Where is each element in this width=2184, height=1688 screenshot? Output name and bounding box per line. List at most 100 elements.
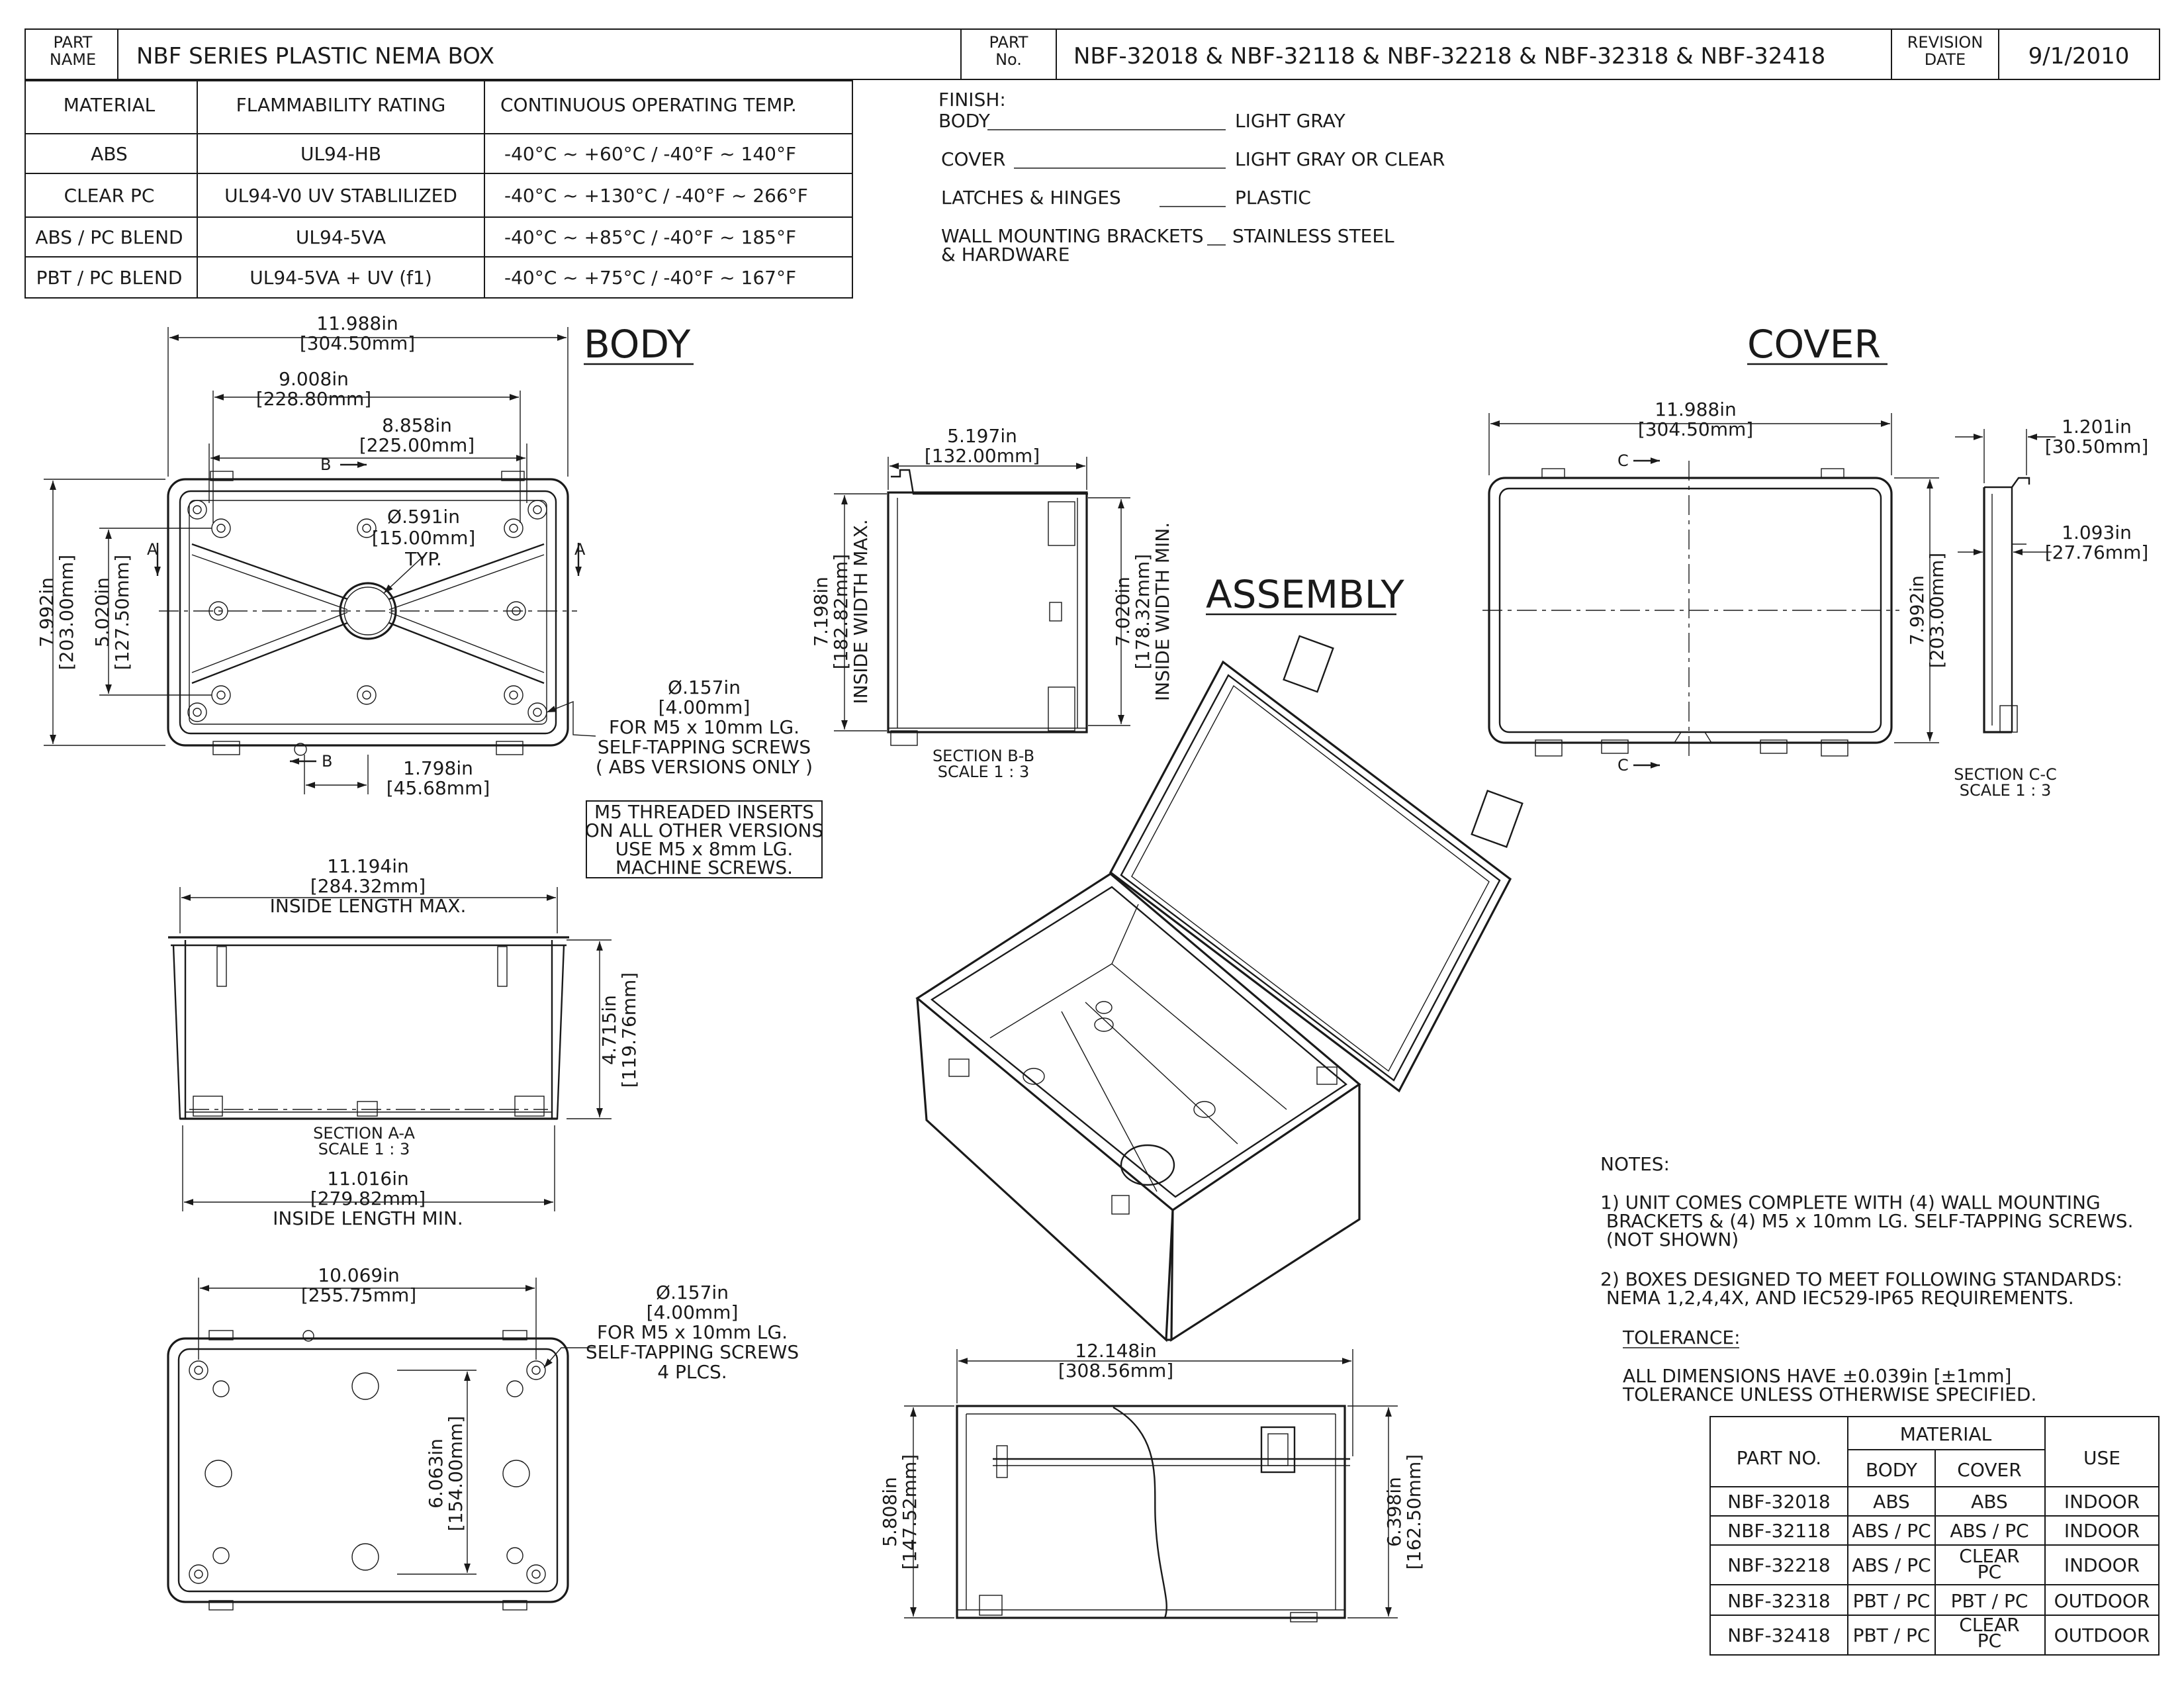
- revision-date: 9/1/2010: [2028, 43, 2130, 70]
- temp-cell: -40°C ~ +60°C / -40°F ~ 140°F: [504, 143, 796, 165]
- flammability-header: FLAMMABILITY RATING: [236, 94, 446, 116]
- side-total-dim: 6.398in[162.50mm]: [1383, 1454, 1425, 1570]
- side-width-dim: 12.148in[308.56mm]: [1058, 1340, 1173, 1382]
- back-hole-height-dim: 6.063in[154.00mm]: [425, 1416, 467, 1531]
- table-cell: OUTDOOR: [2054, 1590, 2150, 1612]
- back-screw-note: Ø.157in[4.00mm]FOR M5 x 10mm LG.SELF-TAP…: [586, 1282, 799, 1383]
- finish-value: LIGHT GRAY OR CLEAR: [1235, 148, 1445, 170]
- back-width-dim: 10.069in[255.75mm]: [301, 1264, 416, 1306]
- notes-title: NOTES:: [1600, 1153, 1670, 1175]
- finish-part: WALL MOUNTING BRACKETS& HARDWARE: [941, 225, 1204, 265]
- finish-part: LATCHES & HINGES: [941, 187, 1121, 209]
- table-cell: ABS / PC: [1950, 1520, 2028, 1542]
- material-cell: ABS: [91, 143, 128, 165]
- table-cell: PBT / PC: [1853, 1624, 1931, 1646]
- finish-part: COVER: [941, 148, 1005, 170]
- table-cell: INDOOR: [2064, 1520, 2140, 1542]
- body-plan-view: A A B B 11.988in[304.50mm] 9.008in[228.8…: [36, 312, 596, 799]
- section-cc-view: 1.201in[30.50mm] 1.093in[27.76mm] SECTIO…: [1954, 416, 2148, 800]
- material-cell: CLEAR PC: [64, 185, 155, 207]
- table-cell: OUTDOOR: [2054, 1624, 2150, 1646]
- finish-part: BODY: [938, 110, 991, 132]
- table-cell: INDOOR: [2064, 1554, 2140, 1576]
- table-cell: ABS / PC: [1852, 1520, 1931, 1542]
- table-cell: ABS: [1873, 1491, 1910, 1513]
- notes-block: NOTES: 1) UNIT COMES COMPLETE WITH (4) W…: [1600, 1153, 2133, 1405]
- aa-top-dim: 11.194in[284.32mm]INSIDE LENGTH MAX.: [270, 855, 467, 917]
- bb-width-dim: 5.197in[132.00mm]: [925, 425, 1040, 467]
- use-header: USE: [2083, 1447, 2120, 1469]
- flammability-cell: UL94-HB: [300, 143, 381, 165]
- table-cell: INDOOR: [2064, 1491, 2140, 1513]
- tolerance-title: TOLERANCE:: [1622, 1327, 1741, 1348]
- finish-value: STAINLESS STEEL: [1232, 225, 1394, 247]
- section-c-mark: C: [1617, 451, 1629, 470]
- body-hole-span-dim: 9.008in[228.80mm]: [256, 368, 371, 410]
- tolerance-text: ALL DIMENSIONS HAVE ±0.039in [±1mm]TOLER…: [1622, 1365, 2036, 1405]
- cc-depth-dim: 1.201in[30.50mm]: [2045, 416, 2149, 457]
- section-b-mark: B: [322, 752, 332, 771]
- cover-width-dim: 11.988in[304.50mm]: [1638, 399, 1753, 440]
- table-cell: PBT / PC: [1853, 1590, 1931, 1612]
- body-hole-height-dim: 5.020in[127.50mm]: [91, 555, 133, 670]
- body-header: BODY: [1866, 1459, 1918, 1481]
- table-cell: NBF-32318: [1727, 1590, 1830, 1612]
- note-1: 1) UNIT COMES COMPLETE WITH (4) WALL MOU…: [1600, 1192, 2133, 1250]
- table-cell: NBF-32018: [1727, 1491, 1830, 1513]
- body-view-title: BODY: [584, 322, 691, 367]
- flammability-cell: UL94-5VA + UV (f1): [250, 267, 432, 289]
- temp-cell: -40°C ~ +130°C / -40°F ~ 266°F: [504, 185, 808, 207]
- material-table: MATERIAL FLAMMABILITY RATING CONTINUOUS …: [24, 80, 853, 299]
- section-bb-view: 5.197in[132.00mm] 7.198in[182.82mm]INSID…: [810, 425, 1173, 781]
- material-header: MATERIAL: [1900, 1423, 1992, 1445]
- assembly-isometric-view: [915, 635, 1524, 1342]
- screw-note: Ø.157in[4.00mm]FOR M5 x 10mm LG.SELF-TAP…: [596, 677, 813, 778]
- flammability-cell: UL94-5VA: [296, 226, 386, 248]
- table-cell: NBF-32218: [1727, 1554, 1830, 1576]
- material-cell: ABS / PC BLEND: [35, 226, 183, 248]
- bb-inner-dim: 7.020in[178.32mm]INSIDE WIDTH MIN.: [1112, 522, 1173, 701]
- finish-block: FINISH: BODY LIGHT GRAY COVER LIGHT GRAY…: [938, 89, 1445, 265]
- body-bottom-offset-dim: 1.798in[45.68mm]: [387, 757, 490, 799]
- temp-header: CONTINUOUS OPERATING TEMP.: [500, 94, 797, 116]
- body-center-hole-dim: Ø.591in[15.00mm]TYP.: [372, 506, 476, 570]
- back-view: 10.069in[255.75mm] 6.063in[154.00mm] Ø.1…: [167, 1264, 799, 1611]
- side-view: 12.148in[308.56mm] 5.808in[147.52mm] 6.3…: [879, 1340, 1425, 1622]
- body-inner-span-dim: 8.858in[225.00mm]: [359, 414, 475, 456]
- note-2: 2) BOXES DESIGNED TO MEET FOLLOWING STAN…: [1600, 1268, 2122, 1309]
- finish-value: LIGHT GRAY: [1235, 110, 1346, 132]
- table-cell: ABS / PC: [1852, 1554, 1931, 1576]
- cover-plan-view: C C 11.988in[304.50mm] 7.992in[203.00mm]: [1482, 399, 1948, 774]
- section-c-mark: C: [1617, 756, 1629, 774]
- body-height-dim: 7.992in[203.00mm]: [36, 555, 77, 670]
- part-no-header: PART NO.: [1737, 1447, 1821, 1469]
- part-number: NBF-32018 & NBF-32118 & NBF-32218 & NBF-…: [1073, 43, 1825, 70]
- finish-label: FINISH:: [938, 89, 1006, 111]
- section-a-mark: A: [574, 540, 586, 559]
- bb-outer-dim: 7.198in[182.82mm]INSIDE WIDTH MAX.: [810, 519, 872, 704]
- aa-depth-dim: 4.715in[119.76mm]: [598, 972, 640, 1088]
- side-body-dim: 5.808in[147.52mm]: [879, 1454, 921, 1570]
- part-name: NBF SERIES PLASTIC NEMA BOX: [136, 43, 494, 70]
- temp-cell: -40°C ~ +85°C / -40°F ~ 185°F: [504, 226, 796, 248]
- cover-height-dim: 7.992in[203.00mm]: [1906, 553, 1948, 668]
- cc-inner-dim: 1.093in[27.76mm]: [2045, 522, 2149, 563]
- parts-table: PART NO. MATERIAL BODY COVER USE NBF-320…: [1709, 1416, 2160, 1656]
- temp-cell: -40°C ~ +75°C / -40°F ~ 167°F: [504, 267, 796, 289]
- material-cell: PBT / PC BLEND: [36, 267, 183, 289]
- section-aa-view: 11.194in[284.32mm]INSIDE LENGTH MAX. 4.7…: [168, 855, 640, 1229]
- cover-header: COVER: [1957, 1459, 2021, 1481]
- table-cell: NBF-32418: [1727, 1624, 1830, 1646]
